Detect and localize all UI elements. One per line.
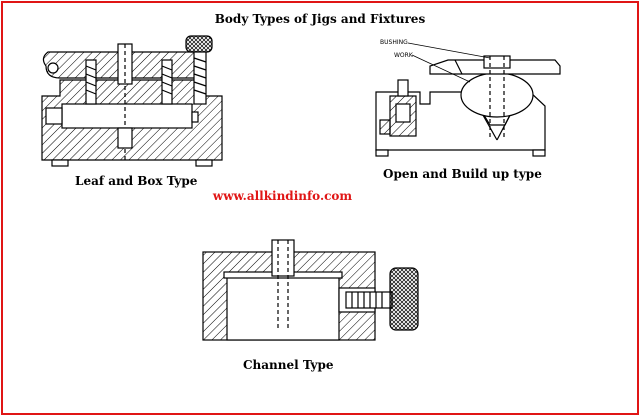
open-buildup-diagram: [375, 42, 561, 157]
page-title: Body Types of Jigs and Fixtures: [214, 12, 426, 26]
bushing-label: BUSHING: [380, 39, 408, 46]
website-link[interactable]: www.allkindinfo.com: [212, 189, 353, 203]
work-label: WORK: [394, 52, 413, 59]
caption-channel: Channel Type: [243, 358, 334, 372]
caption-leaf-box: Leaf and Box Type: [75, 174, 198, 188]
channel-diagram: [202, 239, 419, 341]
leaf-box-diagram: [41, 35, 223, 167]
caption-open-build: Open and Build up type: [383, 167, 542, 181]
